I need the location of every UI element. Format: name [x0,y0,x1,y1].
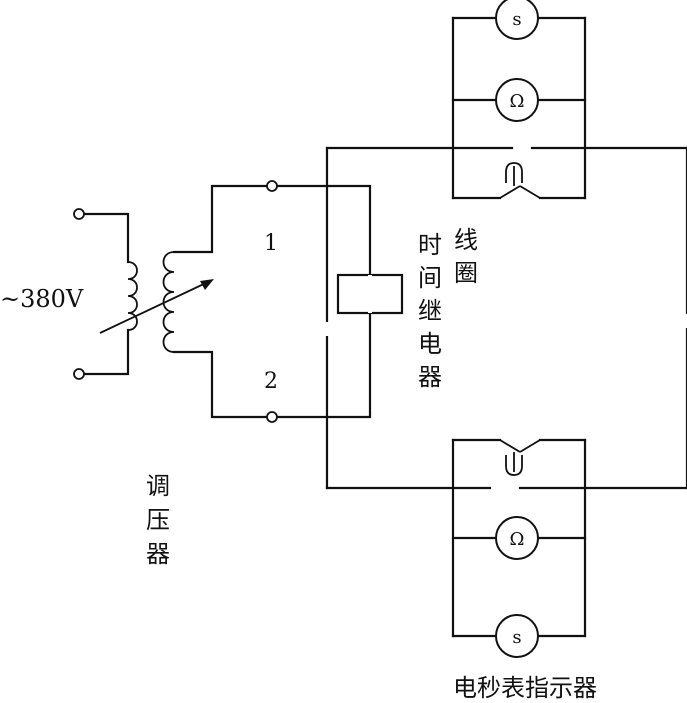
terminal-2-label: 2 [264,369,278,394]
transformer-label-char-3: 器 [146,540,170,568]
source-lead-bottom [77,328,130,376]
source-leads [73,208,130,380]
source-terminal-bottom [73,368,85,380]
bottom-indicator: Ω s [451,438,587,658]
relay-label-char-2: 间 [418,264,442,292]
relay-label-char-3: 继 [418,297,442,325]
meter-ohm-top-label: Ω [510,91,525,112]
top-indicator: s Ω [451,0,587,200]
variable-arrow-icon [99,279,214,334]
terminal-1 [266,180,278,192]
relay-label-char-1: 时 [418,231,442,259]
transformer-secondary-coil [162,251,175,353]
meter-s-bottom [495,614,539,658]
meter-ohm-bottom-label: Ω [510,529,525,550]
source-voltage-label: ~380V [0,285,84,313]
relay-coil-branch [270,184,372,419]
transformer-label-char-1: 调 [146,472,170,500]
relay-label-char-5: 器 [418,363,442,391]
transformer-label-char-2: 压 [146,506,170,534]
indicator-label: 电秒表指示器 [453,674,597,702]
relay-label-char-6: 线 [454,226,478,254]
secondary-lead-bottom [172,350,274,419]
contact-loop [325,146,687,490]
meter-s-top-label: s [512,9,521,30]
source-lead-top [77,212,130,264]
meter-s-bottom-label: s [512,627,521,648]
meter-ohm-top [495,78,539,122]
source-terminal-top [73,208,85,220]
secondary-lead-top [172,184,274,254]
transformer-label: 调 压 器 [146,472,170,568]
relay-label: 时 间 继 电 器 线 圈 [418,226,478,391]
terminal-2 [266,411,278,423]
relay-label-char-7: 圈 [454,259,478,287]
meter-s-top [495,0,539,40]
terminal-1-label: 1 [264,231,278,256]
meter-ohm-bottom [495,516,539,560]
relay-label-char-4: 电 [418,330,442,358]
